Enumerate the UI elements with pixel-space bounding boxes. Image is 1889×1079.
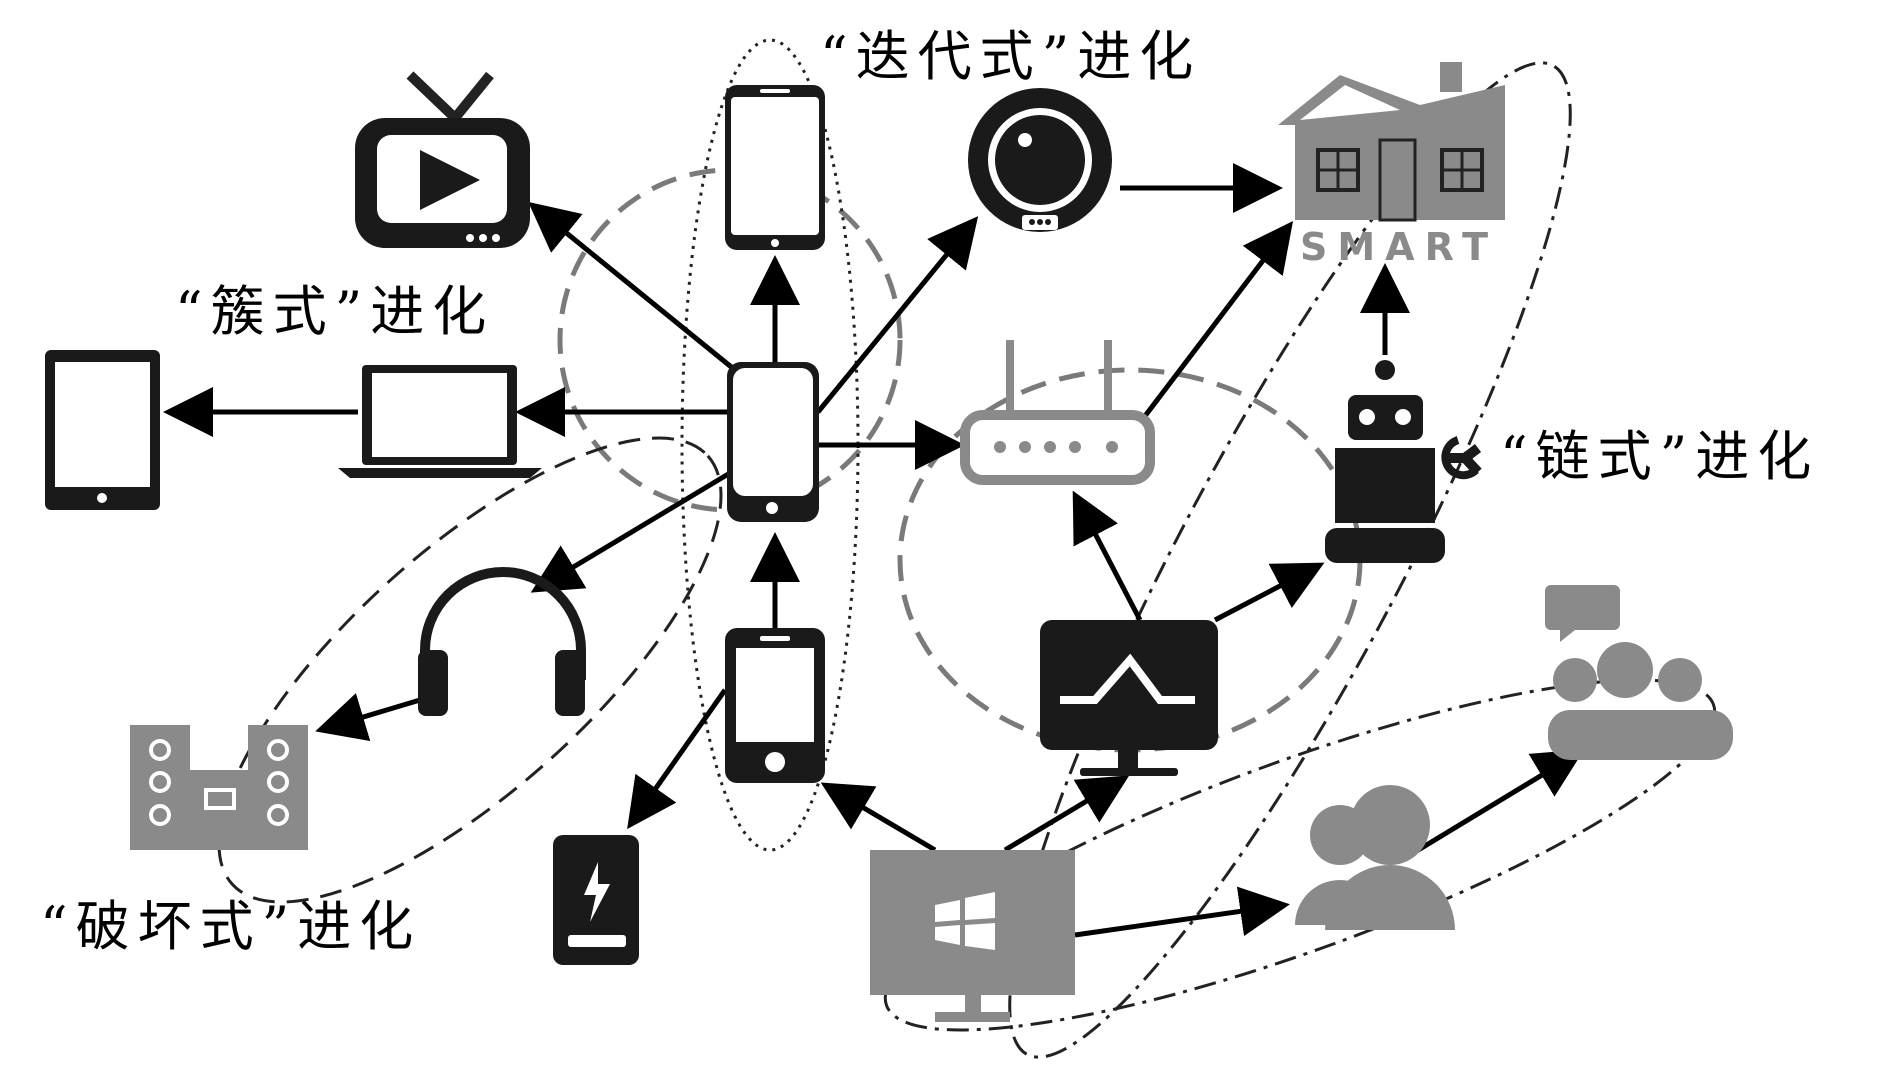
arrow-phone-to-tv <box>528 201 737 372</box>
laptop-icon <box>338 365 542 478</box>
monitor-icon <box>1040 620 1218 776</box>
arrow-monitor-to-router <box>1072 490 1143 622</box>
smartphone-icon <box>725 85 825 250</box>
arrow-phone-to-vacuum <box>816 216 979 414</box>
arrow-pc-to-users <box>1074 886 1290 938</box>
label-chain-evolution: “链式”进化 <box>1500 425 1820 488</box>
arrow-users-to-chat <box>1408 749 1585 858</box>
label-cluster-evolution: “簇式”进化 <box>175 280 495 343</box>
disruptive-boundary <box>217 436 723 904</box>
arrow-router-to-house <box>1140 221 1294 422</box>
arrows <box>163 163 1585 938</box>
label-disruptive-evolution: “破坏式”进化 <box>40 895 422 958</box>
robot-vacuum-icon <box>968 88 1112 232</box>
robot-icon <box>1325 360 1482 563</box>
router-icon <box>960 340 1155 485</box>
chat-group-icon <box>1545 585 1733 760</box>
smart-sign: SMART <box>1300 225 1498 269</box>
arrow-pc-to-monitor <box>1003 775 1130 853</box>
phone-bottom-icon <box>725 628 825 783</box>
phone-icon <box>727 362 819 522</box>
arrow-phone2-to-powerbank <box>627 688 728 830</box>
label-iterative-evolution: “迭代式”进化 <box>820 25 1202 88</box>
smart-home-icon: SMART <box>1278 62 1505 269</box>
chain-link-boundary-people <box>883 678 1717 1032</box>
headphones-icon <box>418 567 586 716</box>
tv-icon <box>355 71 530 248</box>
arrow-headphones-to-speakers <box>315 693 421 742</box>
arrow-pc-to-phone2 <box>820 782 937 853</box>
speaker-system-icon <box>130 725 308 850</box>
arrow-monitor-to-robot <box>1213 562 1325 623</box>
user-group-icon <box>1295 785 1455 930</box>
arrow-phone-to-headphones <box>530 467 737 593</box>
power-bank-icon <box>553 835 639 965</box>
windows-pc-icon <box>870 850 1075 1022</box>
tablet-icon <box>45 350 160 510</box>
